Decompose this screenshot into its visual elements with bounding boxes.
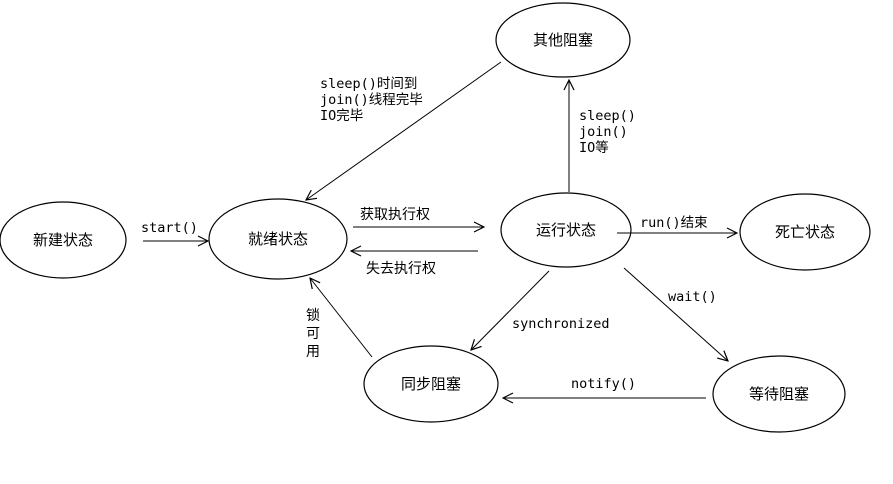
node-other-blocked: 其他阻塞: [495, 2, 631, 78]
edge-label-run-end: run()结束: [640, 215, 708, 231]
edge-sync-blocked-to-ready: [310, 278, 373, 358]
node-new: 新建状态: [0, 201, 127, 279]
edge-label-join: join(): [579, 124, 628, 140]
edge-running-to-sync-blocked: [471, 270, 550, 350]
node-sync-blocked-label: 同步阻塞: [401, 375, 461, 393]
node-other-blocked-label: 其他阻塞: [533, 31, 593, 49]
edge-running-to-wait-blocked: [623, 267, 728, 361]
edge-label-sleep: sleep(): [579, 108, 636, 124]
edge-label-lose-cpu: 失去执行权: [366, 261, 436, 277]
node-dead: 死亡状态: [739, 193, 871, 271]
edge-label-lock-1: 锁: [306, 308, 320, 324]
edge-label-other-back-1: sleep()时间到: [320, 76, 417, 92]
edge-label-wait: wait(): [668, 289, 717, 305]
node-sync-blocked: 同步阻塞: [363, 345, 499, 423]
node-ready: 就绪状态: [208, 198, 348, 280]
edge-label-start: start(): [141, 220, 198, 236]
node-wait-blocked: 等待阻塞: [712, 355, 846, 433]
edge-label-synchronized: synchronized: [512, 316, 610, 332]
node-running-label: 运行状态: [536, 221, 596, 239]
node-running: 运行状态: [500, 192, 632, 268]
edge-label-lock-2: 可: [306, 326, 320, 342]
edge-label-io: IO等: [579, 139, 609, 156]
edge-other-blocked-to-ready: [306, 61, 502, 200]
node-wait-blocked-label: 等待阻塞: [749, 385, 809, 403]
node-dead-label: 死亡状态: [775, 223, 835, 241]
node-ready-label: 就绪状态: [248, 230, 308, 248]
edge-label-lock-3: 用: [306, 344, 320, 360]
edge-label-get-cpu: 获取执行权: [360, 207, 430, 223]
edge-label-notify: notify(): [571, 376, 636, 392]
edge-label-other-back-2: join()线程完毕: [320, 92, 423, 108]
node-new-label: 新建状态: [33, 231, 93, 249]
edge-label-other-back-3: IO完毕: [320, 108, 363, 124]
